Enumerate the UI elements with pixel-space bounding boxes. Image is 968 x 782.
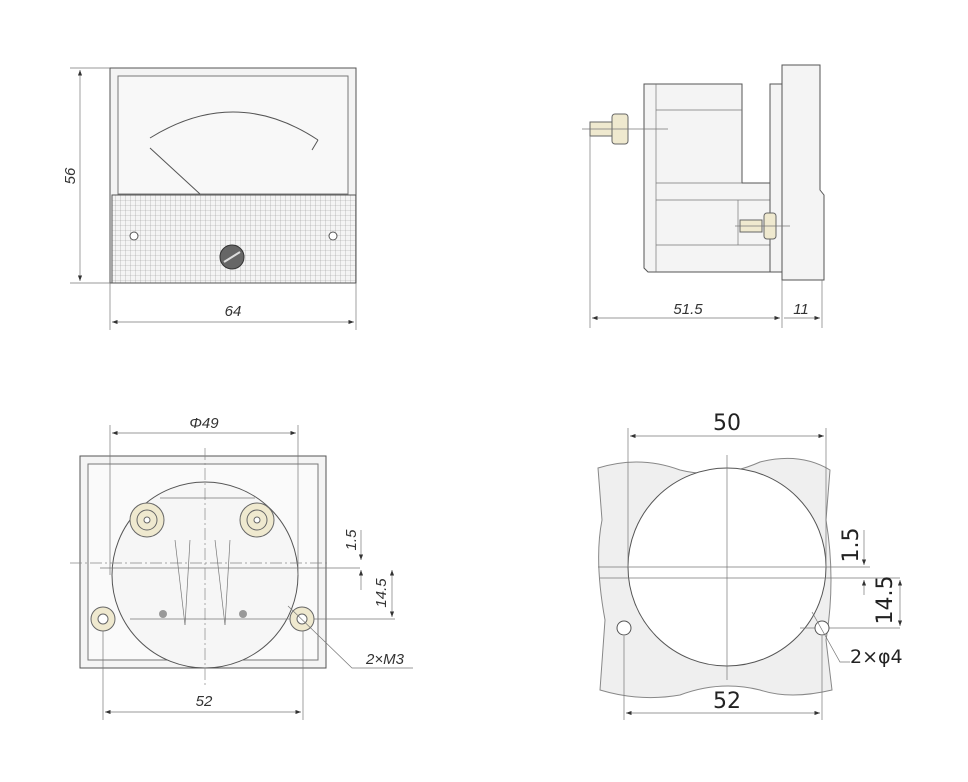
mounting-hole-icon: [814, 620, 830, 636]
leader-line: [811, 611, 850, 663]
needle: [149, 147, 201, 195]
hole-spacing-dimension: 52: [196, 693, 213, 710]
cutout-dimension: 50: [713, 411, 741, 436]
screw-icon: [129, 231, 139, 241]
scale-arc: [149, 111, 319, 141]
flange-dimension: 11: [793, 301, 809, 318]
diameter-dimension: Φ49: [189, 415, 219, 432]
hole-label: 2×φ4: [850, 646, 903, 668]
offset-dimension: 1.5: [839, 528, 864, 563]
front-view: 56 64: [62, 67, 357, 330]
width-dimension: 64: [225, 303, 242, 320]
mounting-nut-icon: [90, 606, 116, 632]
meter-body: [643, 83, 771, 273]
front-flange: [781, 64, 825, 281]
offset-dimension: 1.5: [343, 529, 360, 551]
back-view: Φ49 1.5 14.5 2×M3 52: [70, 415, 413, 720]
terminal-nut-icon: [239, 502, 275, 538]
screw-icon: [328, 231, 338, 241]
hole-spacing-dimension: 52: [713, 689, 741, 714]
grid-panel: [111, 194, 357, 284]
hole-offset-dimension: 14.5: [873, 576, 898, 625]
terminal-nut-icon: [129, 502, 165, 538]
height-dimension: 56: [62, 167, 79, 184]
depth-dimension: 51.5: [673, 301, 703, 318]
mounting-hole-icon: [616, 620, 632, 636]
hole-offset-dimension: 14.5: [373, 578, 390, 608]
scale-window: [117, 75, 349, 195]
side-view: 51.5 11: [582, 64, 825, 328]
thread-label: 2×M3: [365, 651, 405, 668]
panel-cutout-view: 50 1.5 14.5 2×φ4 52: [597, 411, 903, 720]
leader-line: [287, 605, 413, 669]
